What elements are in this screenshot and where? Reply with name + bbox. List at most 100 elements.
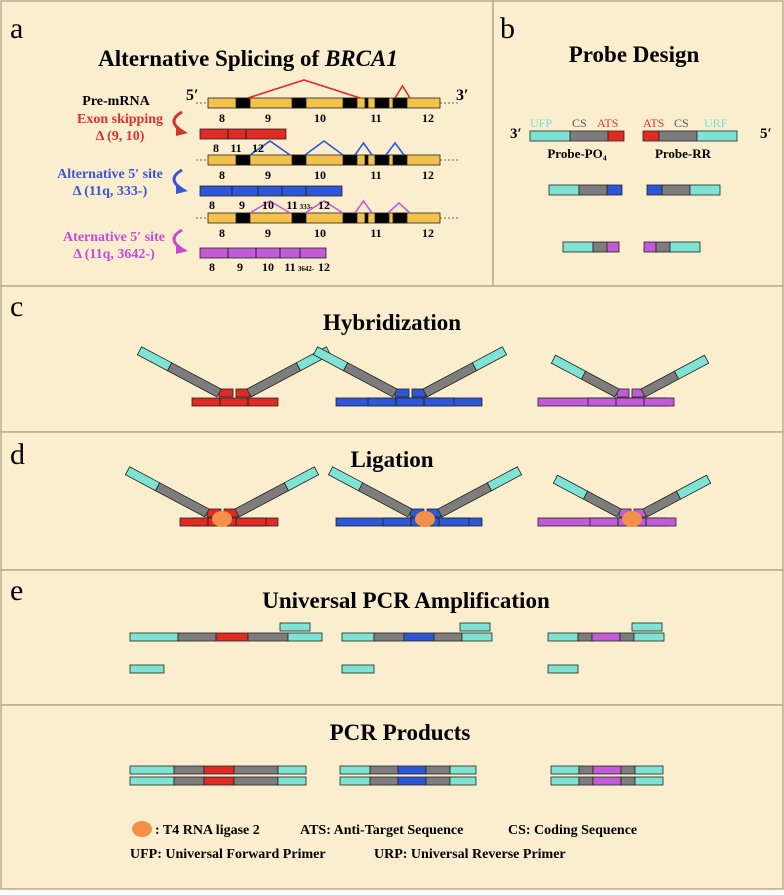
product-magenta-strand-1-seg-0 — [550, 776, 580, 786]
product-red-strand-0-seg-4 — [277, 765, 307, 775]
hyb-magenta-arm-left — [550, 354, 620, 398]
probe-rr-design-seg-2 — [696, 130, 738, 142]
product-blue-strand-1-seg-0 — [339, 776, 371, 786]
probe-po4-magenta-seg-1 — [592, 241, 608, 253]
probe-rr-magenta-seg-0 — [643, 241, 657, 253]
product-alt3642-label-5: 12 — [318, 260, 330, 274]
intron-block-2-4 — [374, 212, 390, 224]
product-alt3642-label-0: 8 — [209, 260, 215, 274]
product-red-strand-1-seg-4 — [277, 776, 307, 786]
event-1-name: Exon skipping — [77, 112, 163, 127]
hyb-blue-arm-right-seg-1 — [471, 346, 508, 372]
exon-label-0-0: 8 — [219, 111, 225, 125]
panel-a-letter: a — [10, 12, 23, 45]
product-red-strand-1-seg-1 — [173, 776, 205, 786]
amp-red-urp-primer — [279, 622, 311, 632]
probe-po4-magenta-seg-0 — [562, 241, 594, 253]
product-alt3642-label-1: 9 — [237, 260, 243, 274]
intron-block-0-4 — [374, 97, 390, 109]
product-red-strand-0-seg-3 — [233, 765, 279, 775]
hyb-magenta-target — [587, 397, 675, 407]
splice-arc-2-1 — [304, 200, 344, 214]
product-blue-strand-1-seg-3 — [425, 776, 451, 786]
product-magenta-strand-0-seg-0 — [550, 765, 580, 775]
product-alt333-bar — [199, 185, 343, 197]
arrow-head-1 — [176, 126, 188, 136]
intron-block-1-5 — [392, 154, 408, 166]
panel-b-title: Probe Design — [569, 42, 700, 67]
hyb-magenta-arm-right-seg-1 — [673, 354, 710, 380]
amp-blue-template-seg-3 — [433, 632, 463, 642]
lig-magenta-arm-left-seg-1 — [552, 474, 589, 500]
intron-block-2-2 — [342, 212, 358, 224]
panel-a-title-text: Alternative Splicing of — [98, 46, 325, 71]
product-alt333-label-1: 9 — [239, 198, 245, 212]
product-red-strand-0-seg-2 — [203, 765, 235, 775]
lig-magenta-arm-right-seg-1 — [675, 474, 712, 500]
hyb-red-arm-left-seg-1 — [136, 346, 173, 372]
amp-blue-template-seg-2 — [403, 632, 435, 642]
product-magenta-strand-0-seg-2 — [592, 765, 622, 775]
panel-c-bg — [0, 285, 784, 433]
lig-red-arm-right-seg-1 — [283, 466, 320, 492]
hyb-blue-arm-left-seg-1 — [312, 346, 349, 372]
amp-blue-template-seg-4 — [461, 632, 493, 642]
product-red-strand-0-seg-1 — [173, 765, 205, 775]
probe-po4-blue-seg-0 — [548, 184, 580, 196]
product-alt3642-bar — [199, 247, 327, 259]
probe-po4-blue-seg-1 — [578, 184, 608, 196]
amp-magenta-template-seg-3 — [619, 632, 635, 642]
intron-block-0-0 — [235, 97, 251, 109]
exon-label-2-2: 10 — [314, 226, 326, 240]
splice-arc-1-2 — [354, 141, 373, 156]
hyb-magenta-arm-left-seg-1 — [550, 354, 587, 380]
amp-magenta-template-seg-2 — [591, 632, 621, 642]
hybridization-complexes — [136, 346, 710, 407]
intron-block-2-0 — [235, 212, 251, 224]
five-prime-label: 5′ — [186, 87, 199, 104]
product-skip-label-2: 12 — [252, 141, 264, 155]
product-alt3642-label-4: 3642- — [298, 265, 315, 273]
hyb-red-arm-left — [136, 346, 222, 398]
product-blue-strand-0-seg-3 — [425, 765, 451, 775]
hyb-blue-target — [367, 397, 455, 407]
probe-po4-magenta-seg-2 — [606, 241, 620, 253]
amp-magenta-ufp-primer — [547, 664, 579, 674]
exon-label-1-2: 10 — [314, 168, 326, 182]
exon-label-0-2: 10 — [314, 111, 326, 125]
lig-magenta-arm-left — [552, 474, 622, 518]
exon-label-0-1: 9 — [265, 111, 271, 125]
splice-arc-2-2 — [354, 199, 373, 214]
probe-po4-label: Probe-PO₄ — [547, 146, 606, 161]
product-blue-strand-0-seg-1 — [369, 765, 399, 775]
intron-block-0-1 — [291, 97, 307, 109]
panel-c-title: Hybridization — [323, 310, 461, 335]
lig-blue-arm-right — [437, 466, 523, 518]
panel-b-bg — [492, 0, 784, 287]
splice-arc-0-1 — [394, 84, 411, 99]
amp-red-template-seg-2 — [215, 632, 249, 642]
probe-rr-design-seg-0 — [642, 130, 660, 142]
splice-arc-0-0 — [247, 79, 361, 99]
pre-mrna-bar-1 — [207, 154, 441, 166]
hyb-magenta-arm-right — [640, 354, 710, 398]
pre-mrna-label: Pre-mRNA — [82, 94, 150, 109]
legend-ligase: : T4 RNA ligase 2 — [155, 823, 260, 838]
intron-block-1-1 — [291, 154, 307, 166]
product-skip-bar — [199, 128, 287, 140]
probe-bars — [529, 130, 738, 253]
panel-a-bg — [0, 0, 494, 287]
urf-label: URF — [704, 116, 728, 130]
probe-rr-magenta-seg-2 — [669, 241, 701, 253]
exon-label-2-4: 12 — [422, 226, 434, 240]
hyb-blue-ats-left — [394, 388, 410, 398]
ats-label-right: ATS — [643, 116, 664, 130]
intron-block-0-5 — [392, 97, 408, 109]
product-blue-strand-0-seg-0 — [339, 765, 371, 775]
product-magenta-strand-0-seg-1 — [578, 765, 594, 775]
amp-red-template-seg-3 — [247, 632, 289, 642]
exon-label-1-4: 12 — [422, 168, 434, 182]
